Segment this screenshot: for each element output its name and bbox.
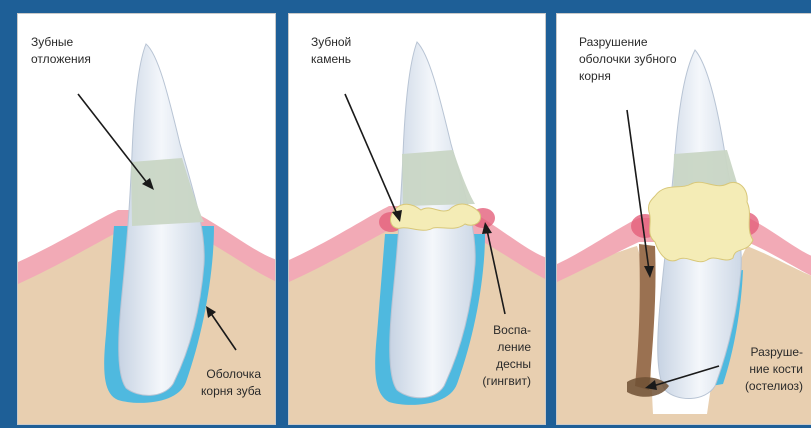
panel-plaque: Зубные отложения Оболочка корня зуба [17,13,276,425]
arrow-tartar [345,94,397,214]
label-tartar: Зубной камень [311,34,351,68]
panel-bone-loss: Разрушение оболочки зубного корня Разруш… [556,13,811,425]
label-osteolysis: Разруше- ние кости (остелиоз) [745,344,803,395]
label-sheath-destruction: Разрушение оболочки зубного корня [579,34,677,85]
label-plaque: Зубные отложения [31,34,91,68]
tooth-illustration-1 [18,14,276,425]
plaque [402,150,475,206]
tartar [648,182,753,261]
label-gingivitis: Воспа- ление десны (гингвит) [482,322,531,390]
panel-tartar: Зубной камень Воспа- ление десны (гингви… [288,13,546,425]
label-root-sheath: Оболочка корня зуба [201,366,261,400]
